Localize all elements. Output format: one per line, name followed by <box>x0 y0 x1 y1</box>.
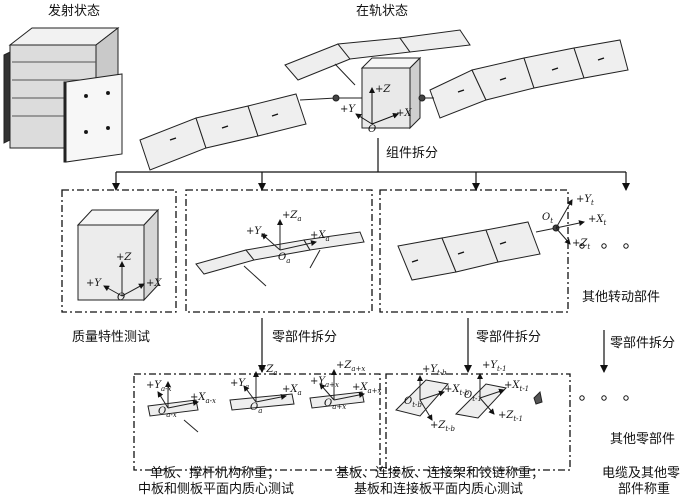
body-axis-x: +X <box>146 278 162 289</box>
part4-axis-z: +Zt-b <box>430 420 455 433</box>
launch-state-title: 发射状态 <box>48 4 101 19</box>
body-axis-z: +Z <box>116 252 132 263</box>
part2-axis-x: +Xa <box>282 384 302 397</box>
caption-2-line-1: 基板、连接板、连接架和铰链称重； <box>336 466 545 481</box>
solar-wing-component <box>195 219 365 287</box>
part-plate-3 <box>309 369 365 409</box>
body-cube <box>76 208 160 302</box>
part3-axis-y: +Ya+x <box>310 376 339 389</box>
part4-axis-y: +Yt-b <box>422 364 447 377</box>
main-axes <box>355 87 399 125</box>
main-axis-y: +Y <box>340 104 355 115</box>
part-plate-4 <box>395 375 449 421</box>
other-rotating-parts-label: 其他转动部件 <box>582 290 661 305</box>
wing-axis-z: +Za <box>282 210 302 223</box>
part-plate-5 <box>454 373 507 419</box>
rot-axis-y: +Yt <box>576 194 594 207</box>
orbit-state-satellite <box>139 29 629 171</box>
part-plate-1 <box>147 381 199 433</box>
part-split-label-2: 零部件拆分 <box>476 330 542 345</box>
part-split-arrows <box>258 318 608 373</box>
rotating-wing-marks <box>411 241 507 263</box>
part4-axis-origin: Ot-b <box>404 396 422 409</box>
part5-axis-z: +Zt-1 <box>498 410 523 423</box>
main-axis-z: +Z <box>375 84 391 95</box>
part1-axis-x: +Xa-x <box>190 392 216 405</box>
orbit-state-title: 在轨状态 <box>356 4 409 19</box>
part3-axis-x: +Xa+x <box>352 382 382 395</box>
part2-axis-y: +Ya <box>230 378 250 391</box>
caption-2-line-2: 基板和连接板平面内质心测试 <box>354 482 524 497</box>
rot-axis-x: +Xt <box>588 214 607 227</box>
launch-state-satellite <box>3 26 123 163</box>
part4-axis-x: +Xt-b <box>444 384 470 397</box>
rot-axis-origin: Ot <box>542 212 554 225</box>
caption-3-line-1: 电缆及其他零 <box>602 466 681 481</box>
ellipsis-dots <box>579 243 629 401</box>
part1-axis-y: +Ya-x <box>146 380 172 393</box>
part3-axis-z: +Za+x <box>336 360 366 373</box>
component-split-flow <box>112 138 630 191</box>
caption-1-line-1: 单板、撑杆机构称重； <box>150 466 281 481</box>
rotating-wing-component <box>397 199 585 281</box>
part-plate-2 <box>229 371 295 411</box>
component-split-label: 组件拆分 <box>386 146 439 161</box>
body-axis-y: +Y <box>86 278 101 289</box>
part1-axis-origin: Oa-x <box>158 406 177 419</box>
wing-axis-origin: Oa <box>278 252 291 265</box>
main-axis-x: +X <box>396 108 412 119</box>
part-split-label-1: 零部件拆分 <box>272 330 338 345</box>
caption-3-line-2: 部件称重 <box>618 482 671 497</box>
part5-axis-origin: Ot-1 <box>464 390 482 403</box>
panel-marks <box>169 57 605 141</box>
part2-axis-origin: Oa <box>250 402 263 415</box>
wing-axis-x: +Xa <box>310 230 330 243</box>
wing-axis-y: +Ya <box>246 226 266 239</box>
part-split-label-3: 零部件拆分 <box>610 336 676 351</box>
hinge-part <box>533 390 543 405</box>
main-axis-origin: O <box>368 124 377 135</box>
mass-property-test-label: 质量特性测试 <box>72 330 151 345</box>
part5-axis-x: +Xt-1 <box>504 380 530 393</box>
part3-axis-origin: Oa+x <box>324 398 347 411</box>
other-parts-label: 其他零部件 <box>610 432 676 447</box>
part5-axis-y: +Yt-1 <box>482 360 507 373</box>
rot-axis-z: +Zt <box>572 238 591 251</box>
body-axis-origin: O <box>117 292 126 303</box>
part2-axis-z: +Za <box>258 364 278 377</box>
caption-1-line-2: 中板和侧板平面内质心测试 <box>138 482 295 497</box>
